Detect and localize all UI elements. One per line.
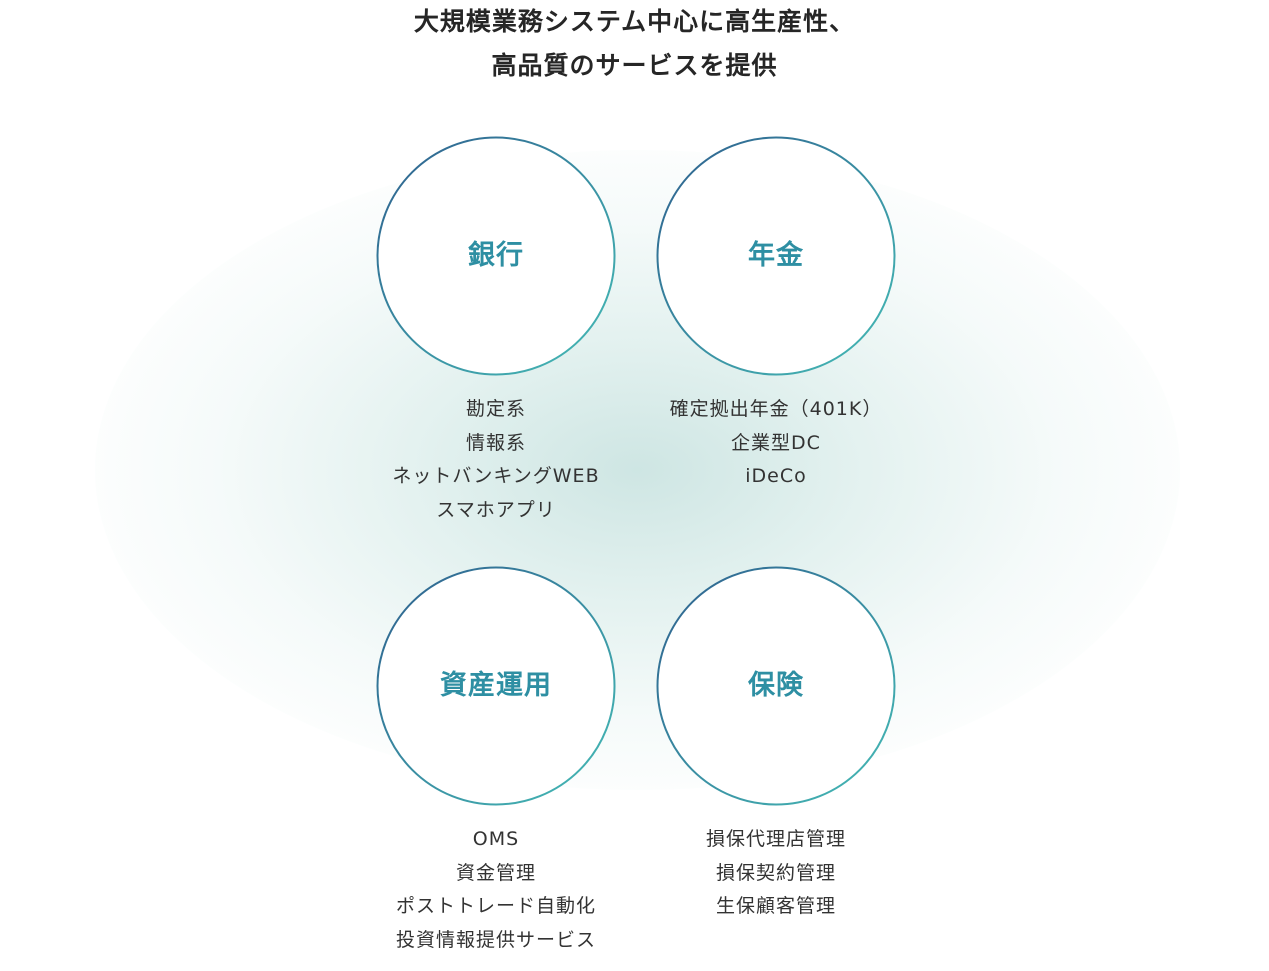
title-line-2: 高品質のサービスを提供 bbox=[491, 51, 778, 80]
list-item: 損保代理店管理 bbox=[705, 828, 846, 850]
list-item: 情報系 bbox=[465, 431, 526, 454]
list-item: 確定拠出年金（401K） bbox=[669, 398, 883, 420]
category-name: 銀行 bbox=[468, 240, 524, 271]
category-items: 損保代理店管理 損保契約管理 生保顧客管理 bbox=[646, 823, 906, 924]
category-name: 資産運用 bbox=[440, 670, 552, 701]
category-asset-management: 資産運用 OMS 資金管理 ポストトレード自動化 投資情報提供サービス bbox=[366, 566, 626, 957]
list-item: 企業型DC bbox=[731, 431, 821, 454]
category-bank: 銀行 勘定系 情報系 ネットバンキングWEB スマホアプリ bbox=[366, 136, 626, 527]
category-name: 保険 bbox=[748, 670, 804, 701]
list-item: 勘定系 bbox=[465, 398, 526, 420]
list-item: 生保顧客管理 bbox=[715, 895, 836, 917]
list-item: ポストトレード自動化 bbox=[395, 895, 596, 917]
page-title: 大規模業務システム中心に高生産性、 高品質のサービスを提供 bbox=[0, 0, 1269, 88]
circle-ring bbox=[376, 566, 616, 806]
circle-ring bbox=[376, 136, 616, 376]
list-item: 資金管理 bbox=[455, 861, 536, 884]
circle-ring bbox=[656, 136, 896, 376]
list-item: スマホアプリ bbox=[436, 498, 556, 521]
category-name: 年金 bbox=[748, 240, 804, 271]
circle-ring bbox=[656, 566, 896, 806]
category-circle: 銀行 bbox=[376, 136, 616, 376]
category-items: 勘定系 情報系 ネットバンキングWEB スマホアプリ bbox=[366, 393, 626, 527]
background-glow bbox=[95, 150, 1180, 790]
category-insurance: 保険 損保代理店管理 損保契約管理 生保顧客管理 bbox=[646, 566, 906, 924]
title-line-1: 大規模業務システム中心に高生産性、 bbox=[413, 7, 856, 36]
category-items: 確定拠出年金（401K） 企業型DC iDeCo bbox=[646, 393, 906, 494]
category-pension: 年金 確定拠出年金（401K） 企業型DC iDeCo bbox=[646, 136, 906, 494]
category-items: OMS 資金管理 ポストトレード自動化 投資情報提供サービス bbox=[366, 823, 626, 957]
category-circle: 資産運用 bbox=[376, 566, 616, 806]
list-item: OMS bbox=[472, 828, 520, 850]
category-circle: 保険 bbox=[656, 566, 896, 806]
category-circle: 年金 bbox=[656, 136, 896, 376]
list-item: 投資情報提供サービス bbox=[395, 928, 596, 951]
list-item: ネットバンキングWEB bbox=[392, 465, 600, 487]
list-item: iDeCo bbox=[745, 465, 807, 487]
list-item: 損保契約管理 bbox=[715, 861, 836, 884]
